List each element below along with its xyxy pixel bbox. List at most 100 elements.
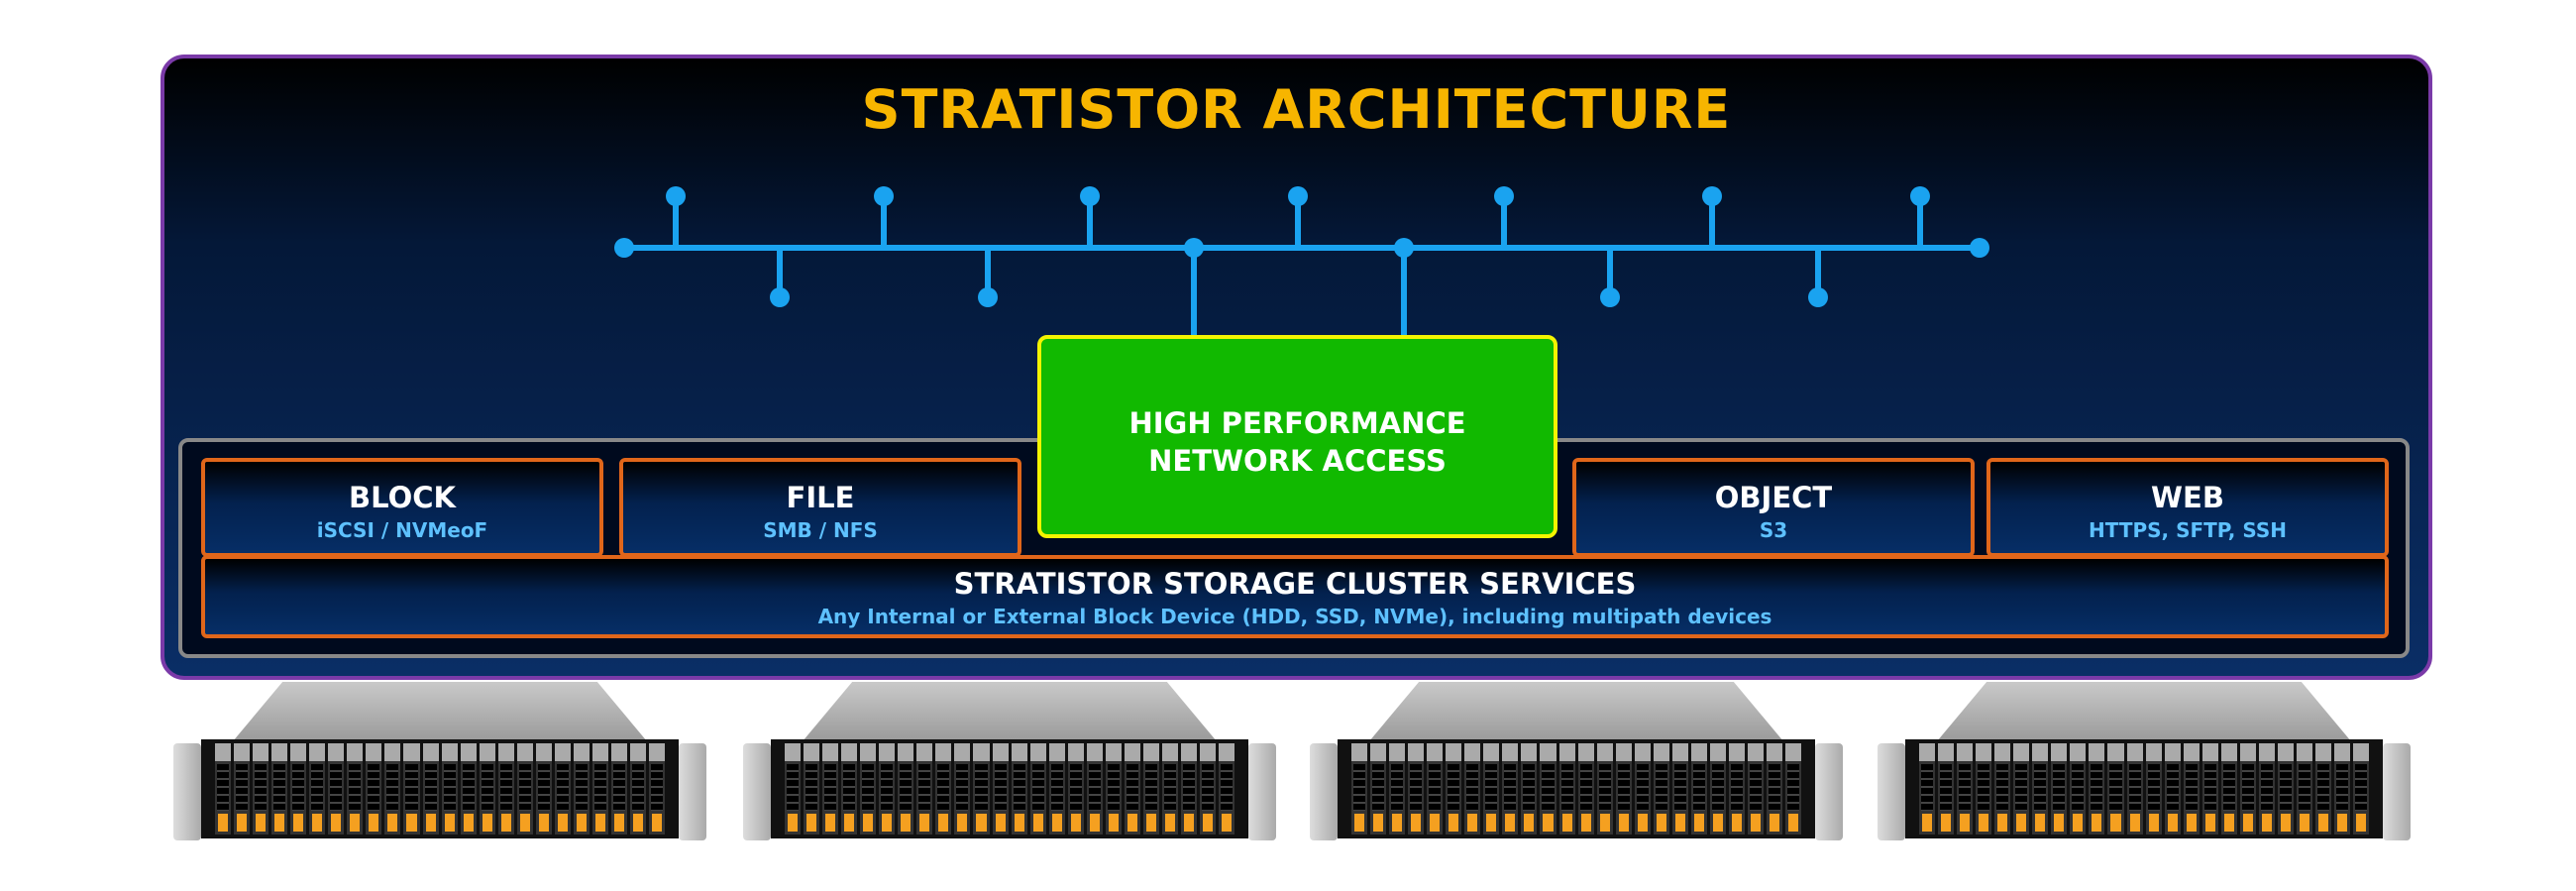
drive-bay	[1389, 743, 1406, 835]
drive-bay	[1029, 743, 1046, 835]
drive-bay	[2164, 743, 2181, 835]
server-chassis-top	[1937, 682, 2351, 741]
network-node	[1184, 238, 1204, 258]
drive-bay	[916, 743, 933, 835]
drive-bay	[1540, 743, 1556, 835]
drive-bay	[516, 743, 533, 835]
drive-bay	[1690, 743, 1707, 835]
drive-bay	[1351, 743, 1368, 835]
drive-bay	[1521, 743, 1538, 835]
drive-bay	[2145, 743, 2162, 835]
drive-bay	[973, 743, 990, 835]
drive-bay	[1219, 743, 1235, 835]
drive-bay	[879, 743, 896, 835]
service-file: FILE SMB / NFS	[619, 458, 1021, 557]
drive-bay	[841, 743, 858, 835]
drive-bay	[2183, 743, 2200, 835]
drive-bay	[1747, 743, 1765, 835]
server-ear-right	[679, 743, 706, 840]
network-node	[1394, 238, 1414, 258]
drive-bay	[1596, 743, 1613, 835]
drive-bay	[1408, 743, 1425, 835]
drive-bay	[630, 743, 647, 835]
drive-bay	[366, 743, 382, 835]
drive-bay	[2013, 743, 2030, 835]
drive-bay	[2032, 743, 2049, 835]
service-object: OBJECT S3	[1572, 458, 1975, 557]
drive-bay	[271, 743, 288, 835]
drive-bay	[1161, 743, 1178, 835]
service-name: FILE	[786, 481, 855, 514]
drive-bay	[1938, 743, 1955, 835]
drive-bay	[347, 743, 364, 835]
network-node	[1970, 238, 1989, 258]
network-node	[1910, 186, 1930, 206]
drive-bay	[554, 743, 571, 835]
drive-bay	[2334, 743, 2351, 835]
service-web: WEB HTTPS, SFTP, SSH	[1986, 458, 2389, 557]
drive-bay	[1671, 743, 1688, 835]
drive-bay	[422, 743, 439, 835]
server-ear-right	[1248, 743, 1276, 840]
network-access-box: HIGH PERFORMANCE NETWORK ACCESS	[1037, 335, 1557, 538]
network-node	[1702, 186, 1722, 206]
drive-bay	[1976, 743, 1992, 835]
drive-bay	[535, 743, 552, 835]
drive-bay	[804, 743, 820, 835]
drive-bay	[1011, 743, 1027, 835]
drive-bay	[573, 743, 590, 835]
cluster-services-box: STRATISTOR STORAGE CLUSTER SERVICES Any …	[201, 555, 2389, 638]
drive-bay	[1067, 743, 1084, 835]
server-front	[771, 739, 1248, 838]
service-protocols: S3	[1759, 518, 1788, 542]
drive-bay	[1427, 743, 1444, 835]
network-node	[1600, 287, 1620, 307]
drive-bay	[1957, 743, 1974, 835]
drive-bay	[1105, 743, 1122, 835]
drive-bay	[822, 743, 839, 835]
drive-bay	[1180, 743, 1198, 835]
service-block: BLOCK iSCSI / NVMeoF	[201, 458, 603, 557]
server-ear-left	[1310, 743, 1338, 840]
drive-bay	[1483, 743, 1500, 835]
drive-bay	[2353, 743, 2370, 835]
drive-bay	[1464, 743, 1481, 835]
drive-bay	[290, 743, 307, 835]
drive-bay	[234, 743, 251, 835]
network-node	[978, 287, 998, 307]
drive-bay	[1615, 743, 1632, 835]
storage-server	[173, 682, 706, 845]
drive-bay	[992, 743, 1009, 835]
drive-bay	[1086, 743, 1103, 835]
drive-bay	[384, 743, 401, 835]
drive-bay	[215, 743, 232, 835]
server-ear-left	[1878, 743, 1905, 840]
drive-bay	[1142, 743, 1159, 835]
drive-bay	[2220, 743, 2237, 835]
storage-server	[1310, 682, 1843, 845]
network-node	[874, 186, 894, 206]
server-ear-right	[2383, 743, 2411, 840]
network-node	[1288, 186, 1308, 206]
service-protocols: HTTPS, SFTP, SSH	[2088, 518, 2287, 542]
storage-server	[743, 682, 1276, 845]
drive-bay	[935, 743, 952, 835]
server-front	[1905, 739, 2383, 838]
drive-bay	[403, 743, 420, 835]
service-protocols: iSCSI / NVMeoF	[316, 518, 488, 542]
drive-bay	[1994, 743, 2011, 835]
cluster-title: STRATISTOR STORAGE CLUSTER SERVICES	[953, 567, 1637, 601]
drive-bay	[1767, 743, 1783, 835]
service-name: BLOCK	[349, 481, 456, 514]
drive-bay	[1048, 743, 1065, 835]
service-name: OBJECT	[1714, 481, 1833, 514]
drive-bay	[2051, 743, 2068, 835]
drive-bay	[954, 743, 971, 835]
drive-bay	[441, 743, 458, 835]
drive-bay	[1728, 743, 1745, 835]
server-ear-left	[743, 743, 771, 840]
server-front	[201, 739, 679, 838]
cluster-subtitle: Any Internal or External Block Device (H…	[817, 605, 1772, 628]
drive-bay	[1370, 743, 1387, 835]
drive-bay	[860, 743, 877, 835]
